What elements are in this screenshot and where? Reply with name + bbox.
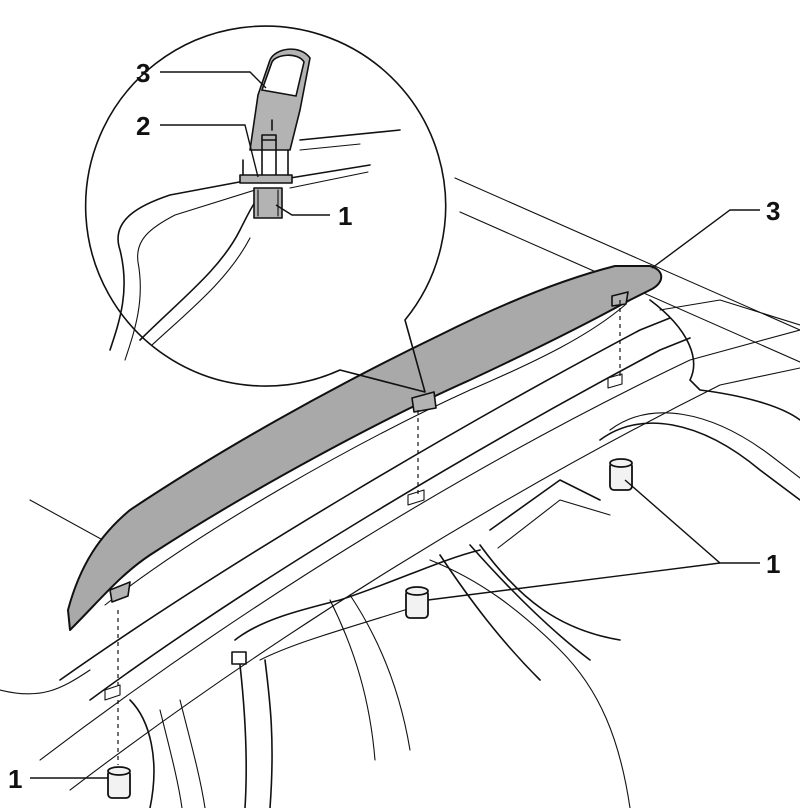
assembly-lines — [117, 300, 621, 765]
mount-hole-rear — [607, 373, 623, 389]
leader-rail-inset — [160, 71, 267, 89]
callout-nut-inset: 1 — [338, 201, 352, 231]
leader-nut-rear — [624, 479, 760, 564]
nut-front — [107, 766, 131, 799]
leader-nut-inset — [275, 204, 330, 216]
detail-inset — [84, 25, 447, 393]
callout-washer: 2 — [136, 111, 150, 141]
roof-rail — [67, 265, 663, 631]
callout-roof-rail: 3 — [766, 196, 780, 226]
callout-rail-inset: 3 — [136, 58, 150, 88]
mount-hole-front — [104, 684, 121, 701]
pillar-clip — [231, 651, 247, 665]
leader-washer — [160, 124, 259, 178]
nut-middle — [405, 586, 429, 619]
leader-lines — [30, 71, 760, 779]
mount-hole-middle — [407, 489, 425, 506]
car-roof-body — [0, 177, 800, 808]
leader-nut-middle — [427, 562, 721, 601]
callout-nuts-right: 1 — [766, 549, 780, 579]
leader-roof-rail — [651, 209, 760, 269]
roof-mount-holes — [104, 373, 623, 701]
callout-nut-bottom-left: 1 — [8, 764, 22, 794]
nut-rear — [609, 458, 633, 491]
